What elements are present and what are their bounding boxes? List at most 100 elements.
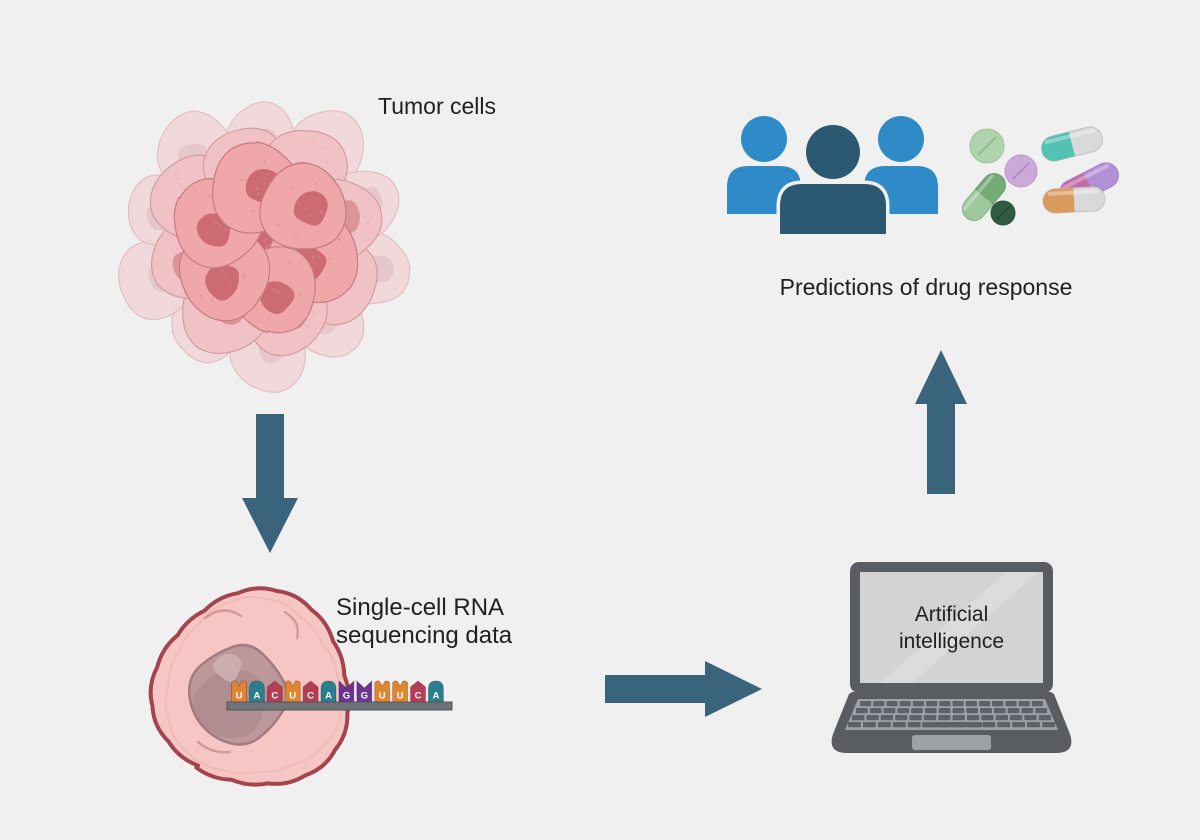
tablet-green	[969, 128, 1005, 164]
cell-speckle	[176, 177, 180, 180]
laptop-key	[886, 701, 898, 707]
cell-speckle	[249, 188, 253, 192]
tumor-cell-nucleus	[196, 213, 231, 247]
cell-speckle	[263, 238, 267, 242]
single-cell-wrinkle	[196, 740, 232, 754]
laptop-key	[1024, 715, 1037, 721]
laptop-key	[981, 715, 994, 721]
laptop-key	[1021, 708, 1034, 714]
laptop-key	[923, 715, 937, 721]
rna-base-tile: U	[374, 680, 391, 704]
cell-speckle	[263, 182, 266, 186]
cell-speckle	[367, 221, 370, 225]
rna-base-letter: A	[432, 691, 439, 702]
laptop-key	[978, 701, 991, 707]
laptop-key	[1018, 701, 1030, 707]
laptop-key	[966, 708, 979, 714]
rna-base-letter: G	[361, 691, 368, 702]
cell-speckle	[265, 245, 269, 249]
cell-speckle	[240, 178, 243, 182]
rna-base-shape	[284, 680, 301, 704]
laptop-key	[852, 715, 865, 721]
cell-speckle	[329, 257, 332, 260]
rna-base-shape	[231, 680, 247, 704]
rna-base-tile: A	[248, 680, 265, 704]
cell-speckle	[174, 173, 178, 177]
laptop-key	[952, 715, 965, 721]
rna-base-letter: U	[289, 691, 296, 702]
rna-base-letter: U	[236, 691, 243, 702]
cell-speckle	[228, 279, 232, 283]
laptop-key	[997, 722, 1011, 728]
cell-speckle	[243, 275, 246, 279]
cell-speckle	[363, 215, 367, 219]
rna-base-letter: U	[379, 691, 386, 702]
cell-speckle	[309, 213, 312, 217]
rna-base-letter: A	[325, 691, 332, 702]
cell-speckle	[311, 142, 315, 145]
ai-label-line1: Artificial	[914, 602, 989, 626]
tumor-cell-nucleus	[259, 281, 295, 315]
tumor-cell-nucleus	[293, 191, 328, 226]
laptop-key	[911, 708, 923, 714]
laptop-key	[952, 701, 964, 707]
laptop-key	[1031, 701, 1043, 707]
laptop-key	[877, 722, 891, 728]
rna-base-letter: C	[415, 691, 422, 702]
laptop-key	[883, 708, 896, 714]
laptop-key	[1012, 722, 1026, 728]
cell-speckle	[288, 261, 291, 264]
ai-label-line2: intelligence	[898, 629, 1005, 653]
laptop-key	[952, 708, 965, 714]
rna-base-letter: A	[253, 691, 260, 702]
laptop-screen	[860, 572, 1043, 683]
laptop-key	[938, 715, 951, 721]
laptop-key	[869, 708, 882, 714]
laptop-key	[892, 722, 906, 728]
cell-speckle	[204, 326, 207, 330]
tumor-cells-illustration	[118, 101, 411, 393]
tablet-lavender	[1004, 154, 1038, 188]
scrna-label-line2: sequencing data	[336, 622, 513, 649]
cell-speckle	[307, 318, 311, 321]
laptop-key	[938, 708, 951, 714]
cell-speckle	[263, 160, 266, 163]
up-arrow-icon	[915, 350, 967, 494]
ai-label: Artificial intelligence	[860, 572, 1043, 683]
cell-speckle	[272, 288, 276, 291]
scrna-label-line1: Single-cell RNA	[336, 594, 505, 621]
laptop-key	[866, 715, 879, 721]
single-cell-inner-rim	[164, 595, 344, 775]
down-arrow-icon	[242, 414, 298, 553]
rna-base-letter: U	[397, 691, 404, 702]
capsule-orange	[1042, 186, 1106, 214]
rna-base-letter: C	[271, 691, 278, 702]
cell-speckle	[219, 223, 222, 227]
rna-base-shape	[374, 680, 391, 704]
cell-speckle	[314, 182, 318, 186]
cell-speckle	[254, 187, 258, 190]
laptop-key	[873, 701, 885, 707]
laptop-key	[880, 715, 894, 721]
rna-base-letter: C	[307, 691, 314, 702]
cell-speckle	[224, 227, 228, 231]
cell-speckle	[297, 202, 301, 205]
tumor-cell	[259, 162, 347, 250]
laptop-key	[862, 722, 876, 728]
rna-base-shape	[427, 680, 444, 704]
laptop-key	[965, 701, 977, 707]
capsule-teal	[1041, 126, 1103, 162]
cell-speckle	[299, 293, 303, 296]
rna-base-shape	[392, 680, 409, 704]
rna-base-tile: U	[392, 680, 409, 704]
scrna-label: Single-cell RNA sequencing data	[336, 594, 512, 650]
cell-speckle	[276, 223, 279, 227]
rna-base-tile: U	[284, 680, 301, 704]
laptop-key	[1038, 715, 1051, 721]
laptop-key	[1007, 708, 1020, 714]
laptop-illustration	[831, 562, 1072, 753]
laptop-key	[924, 708, 937, 714]
